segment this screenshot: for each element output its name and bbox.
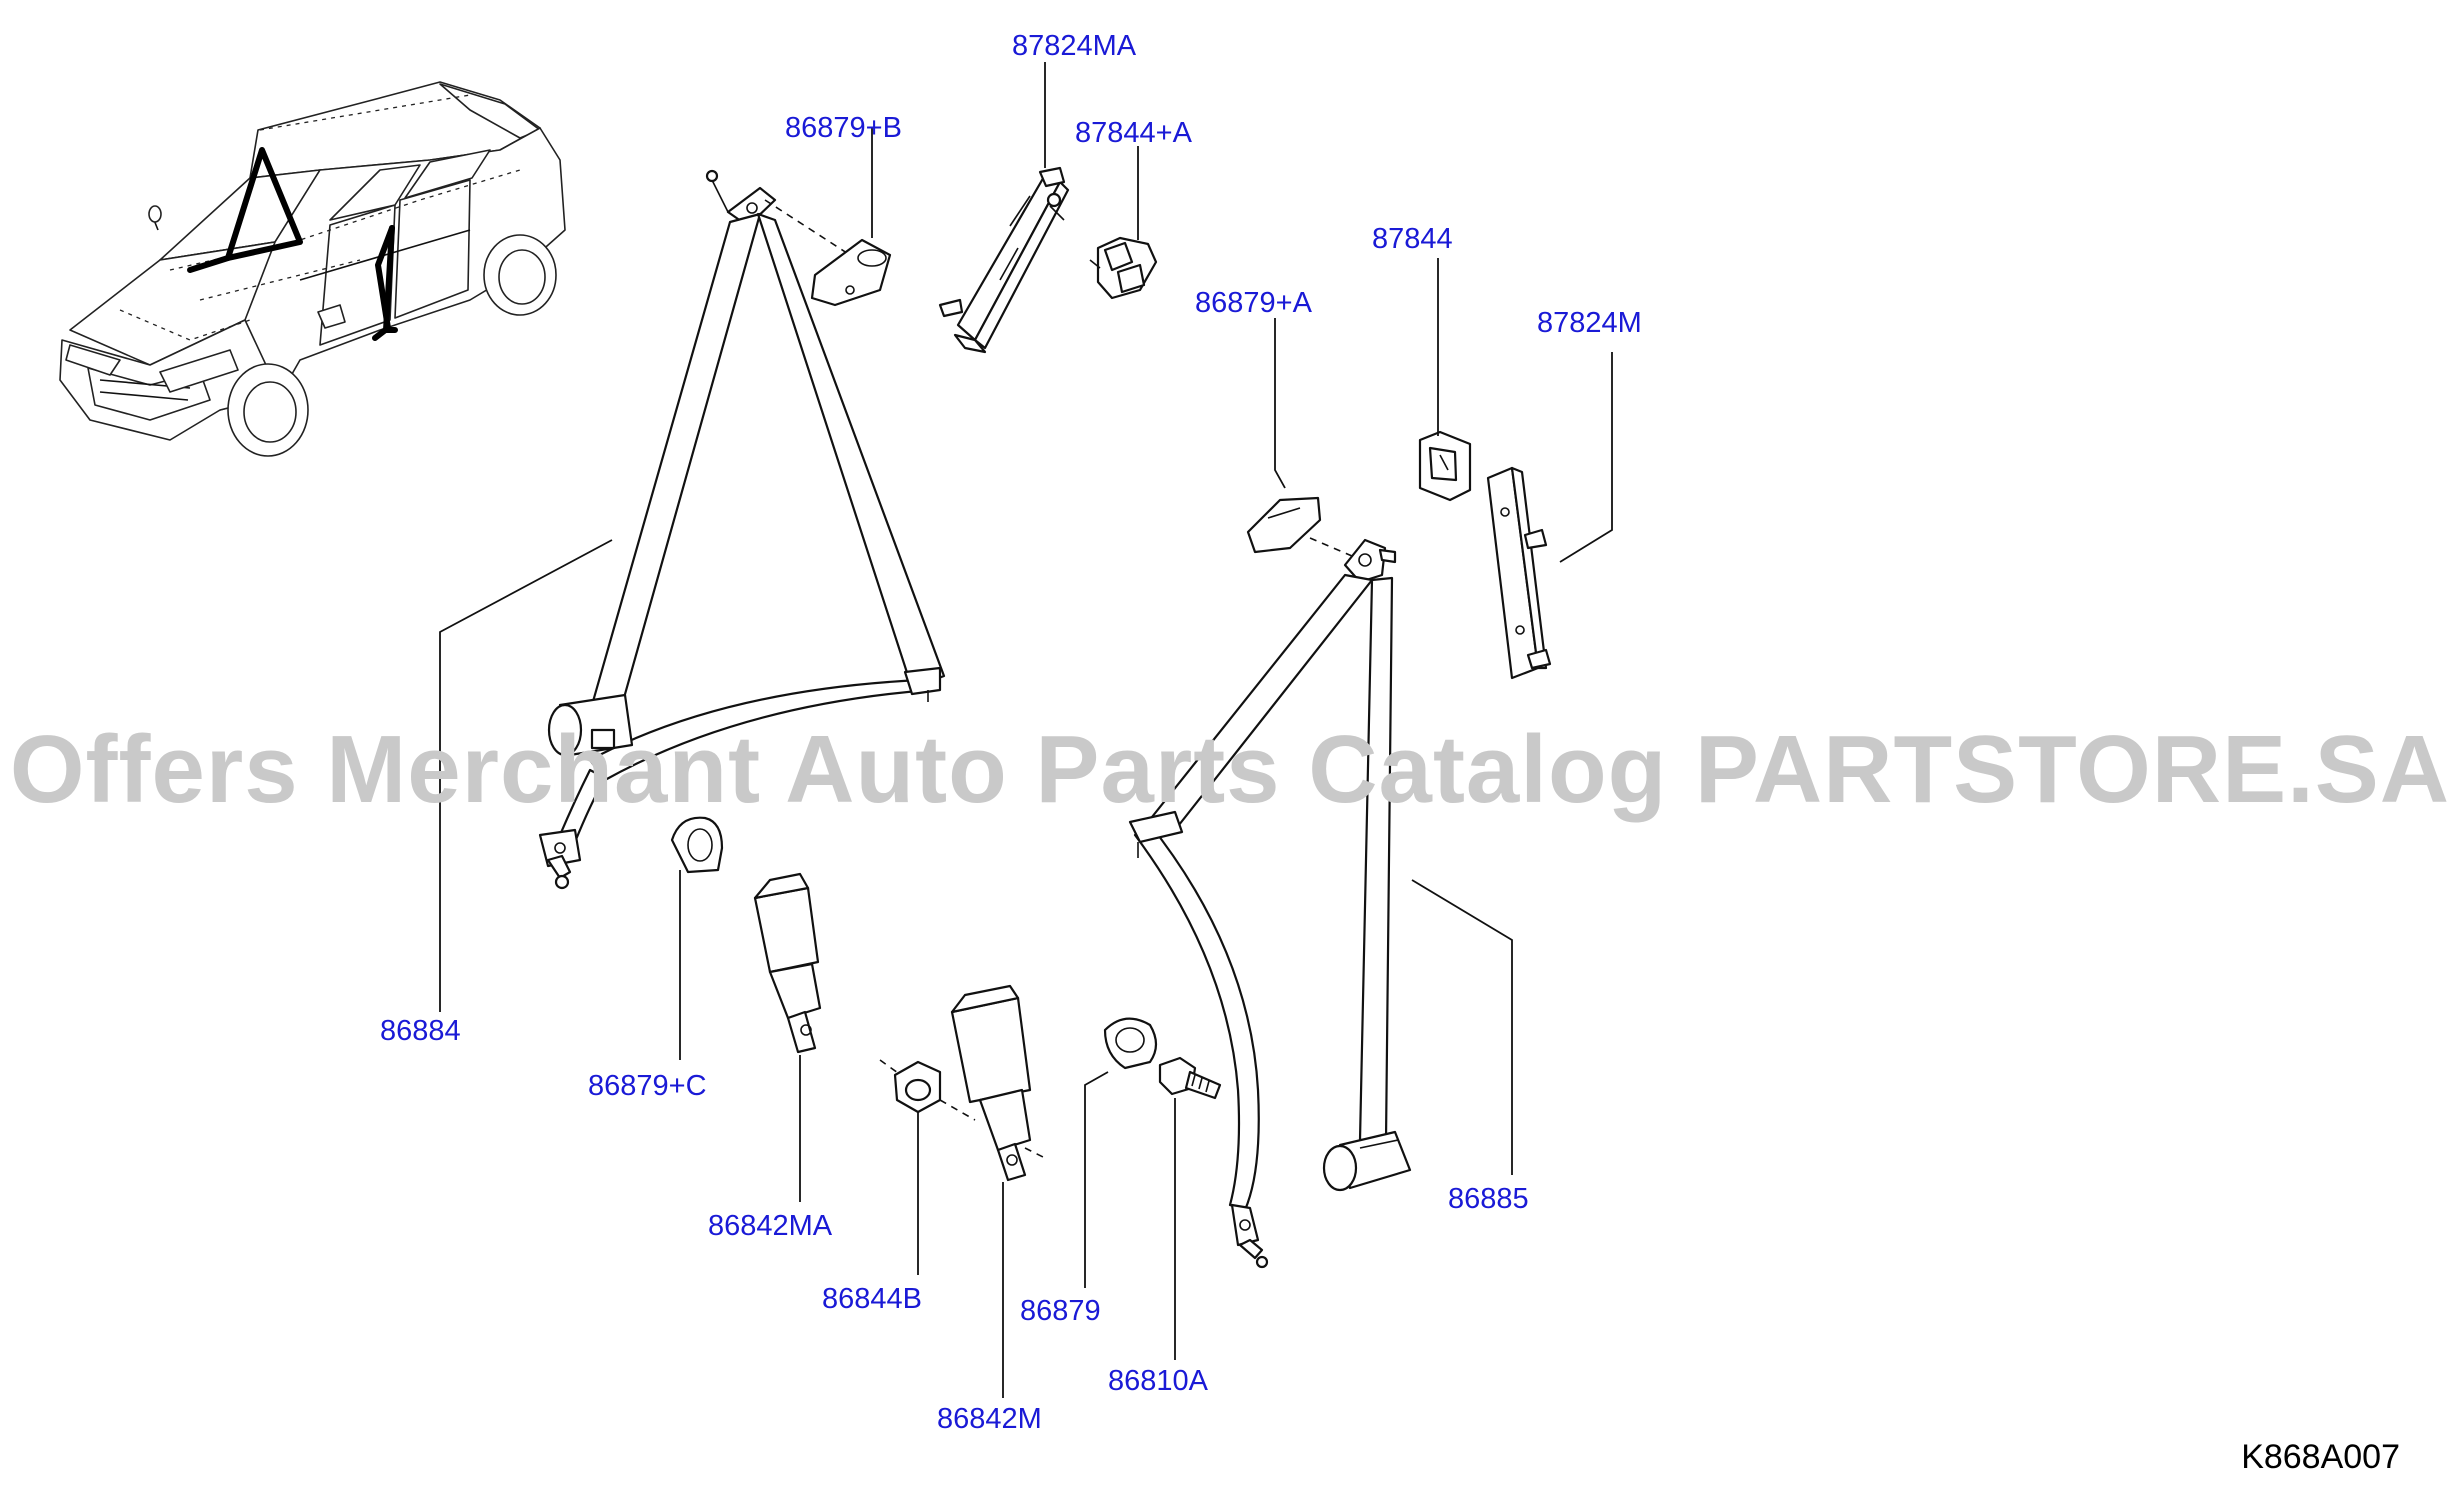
diagram-code: K868A007 xyxy=(2241,1438,2400,1476)
label-87844a[interactable]: 87844+A xyxy=(1075,117,1193,149)
label-86842ma[interactable]: 86842MA xyxy=(708,1210,833,1242)
label-86879a[interactable]: 86879+A xyxy=(1195,287,1313,319)
anchor-bolt-86810a xyxy=(1158,1056,1222,1100)
label-87824m[interactable]: 87824M xyxy=(1537,307,1642,339)
label-87824ma[interactable]: 87824MA xyxy=(1012,30,1137,62)
label-86879[interactable]: 86879 xyxy=(1020,1295,1101,1327)
right-seat-belt-assembly xyxy=(1128,496,1412,1269)
adjuster-clip-87844a xyxy=(1089,236,1158,300)
leader-lines xyxy=(439,62,1613,1398)
label-86844b[interactable]: 86844B xyxy=(822,1283,922,1315)
anchor-cover-86879c xyxy=(670,816,724,874)
left-seat-belt-assembly xyxy=(538,169,946,890)
height-adjuster-87824ma xyxy=(938,166,1070,354)
anchor-cover-86879b xyxy=(810,238,892,307)
label-86884[interactable]: 86884 xyxy=(380,1015,461,1047)
label-86810a[interactable]: 86810A xyxy=(1108,1365,1209,1397)
spacer-nut-86844b xyxy=(879,1059,976,1121)
label-86879b[interactable]: 86879+B xyxy=(785,112,902,144)
label-87844[interactable]: 87844 xyxy=(1372,223,1453,255)
label-86842m[interactable]: 86842M xyxy=(937,1403,1042,1435)
part-labels: 87824MA 86879+B 87844+A 87844 86879+A 87… xyxy=(380,30,1642,1435)
label-86879c[interactable]: 86879+C xyxy=(588,1070,707,1102)
label-86885[interactable]: 86885 xyxy=(1448,1183,1529,1215)
buckle-86842ma xyxy=(753,872,822,1054)
buckle-86842m xyxy=(950,984,1046,1182)
vehicle-location-illustration xyxy=(59,81,566,457)
watermark: Offers Merchant Auto Parts Catalog PARTS… xyxy=(10,716,2450,823)
height-adjuster-87824m xyxy=(1486,466,1552,680)
anchor-cover-86879 xyxy=(1103,1017,1158,1070)
adjuster-clip-87844 xyxy=(1418,430,1472,502)
